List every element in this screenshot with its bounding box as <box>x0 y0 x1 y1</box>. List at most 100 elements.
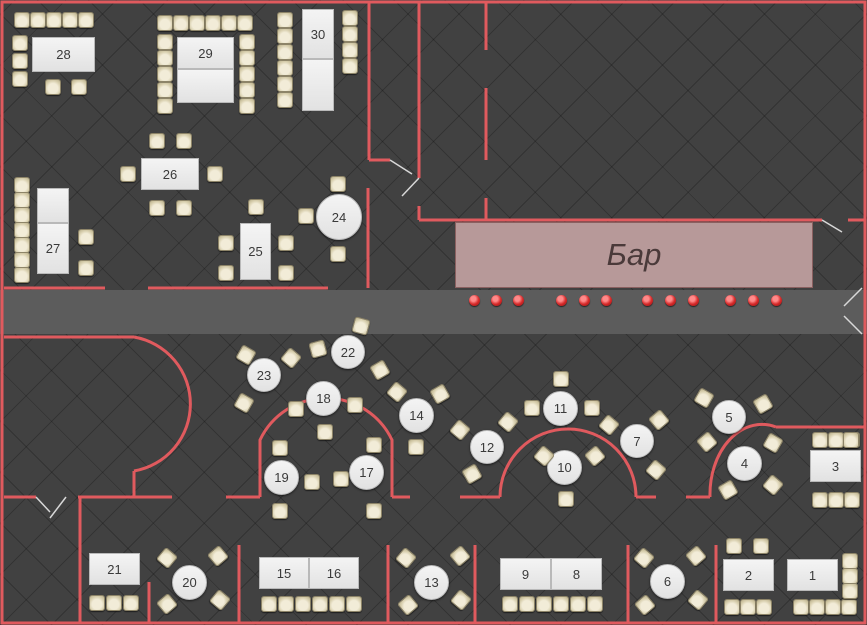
table-20[interactable]: 20 <box>172 565 207 600</box>
bar-stool[interactable] <box>579 295 590 306</box>
table-21[interactable]: 21 <box>89 553 140 585</box>
chair[interactable] <box>239 82 255 98</box>
chair[interactable] <box>62 12 78 28</box>
chair[interactable] <box>71 79 87 95</box>
bar-stool[interactable] <box>469 295 480 306</box>
chair[interactable] <box>740 599 756 615</box>
chair[interactable] <box>278 265 294 281</box>
table-3[interactable]: 3 <box>810 450 861 482</box>
chair[interactable] <box>342 58 358 74</box>
chair[interactable] <box>157 66 173 82</box>
chair[interactable] <box>45 79 61 95</box>
chair[interactable] <box>342 10 358 26</box>
chair[interactable] <box>239 50 255 66</box>
chair[interactable] <box>587 596 603 612</box>
chair[interactable] <box>239 98 255 114</box>
chair[interactable] <box>812 432 828 448</box>
chair[interactable] <box>347 397 363 413</box>
table-4[interactable]: 4 <box>727 446 762 481</box>
chair[interactable] <box>30 12 46 28</box>
chair[interactable] <box>842 583 858 599</box>
table-2[interactable]: 2 <box>723 559 774 591</box>
chair[interactable] <box>239 34 255 50</box>
chair[interactable] <box>106 595 122 611</box>
chair[interactable] <box>312 596 328 612</box>
chair[interactable] <box>825 599 841 615</box>
chair[interactable] <box>14 252 30 268</box>
chair[interactable] <box>724 599 740 615</box>
table-29[interactable]: 29 <box>177 37 234 69</box>
chair[interactable] <box>828 432 844 448</box>
chair[interactable] <box>342 42 358 58</box>
chair[interactable] <box>812 492 828 508</box>
chair[interactable] <box>809 599 825 615</box>
chair[interactable] <box>842 553 858 569</box>
chair[interactable] <box>149 200 165 216</box>
chair[interactable] <box>14 192 30 208</box>
chair[interactable] <box>277 44 293 60</box>
table-18[interactable]: 18 <box>306 381 341 416</box>
chair[interactable] <box>46 12 62 28</box>
chair[interactable] <box>14 267 30 283</box>
chair[interactable] <box>12 71 28 87</box>
table-14[interactable]: 14 <box>399 398 434 433</box>
chair[interactable] <box>330 176 346 192</box>
chair[interactable] <box>558 491 574 507</box>
chair[interactable] <box>205 15 221 31</box>
chair[interactable] <box>157 82 173 98</box>
chair[interactable] <box>14 222 30 238</box>
bar-stool[interactable] <box>725 295 736 306</box>
chair[interactable] <box>272 440 288 456</box>
chair[interactable] <box>524 400 540 416</box>
chair[interactable] <box>14 177 30 193</box>
chair[interactable] <box>189 15 205 31</box>
chair[interactable] <box>123 595 139 611</box>
bar-stool[interactable] <box>601 295 612 306</box>
chair[interactable] <box>176 200 192 216</box>
chair[interactable] <box>553 371 569 387</box>
chair[interactable] <box>366 437 382 453</box>
chair[interactable] <box>278 596 294 612</box>
chair[interactable] <box>304 474 320 490</box>
bar-stool[interactable] <box>642 295 653 306</box>
chair[interactable] <box>221 15 237 31</box>
chair[interactable] <box>295 596 311 612</box>
bar-stool[interactable] <box>771 295 782 306</box>
chair[interactable] <box>408 439 424 455</box>
table-25[interactable]: 25 <box>240 223 271 280</box>
bar-stool[interactable] <box>513 295 524 306</box>
chair[interactable] <box>570 596 586 612</box>
chair[interactable] <box>553 596 569 612</box>
chair[interactable] <box>584 400 600 416</box>
chair[interactable] <box>793 599 809 615</box>
chair[interactable] <box>218 265 234 281</box>
chair[interactable] <box>14 207 30 223</box>
table-7[interactable]: 7 <box>620 424 654 458</box>
table-27-extension[interactable] <box>37 188 69 223</box>
chair[interactable] <box>756 599 772 615</box>
chair[interactable] <box>277 76 293 92</box>
chair[interactable] <box>330 246 346 262</box>
chair[interactable] <box>841 599 857 615</box>
chair[interactable] <box>207 166 223 182</box>
table-28[interactable]: 28 <box>32 37 95 72</box>
bar-counter[interactable]: Бар <box>455 222 813 288</box>
table-15[interactable]: 15 <box>259 557 309 589</box>
chair[interactable] <box>329 596 345 612</box>
chair[interactable] <box>78 12 94 28</box>
chair[interactable] <box>14 12 30 28</box>
table-9[interactable]: 9 <box>500 558 551 590</box>
chair[interactable] <box>12 35 28 51</box>
table-12[interactable]: 12 <box>470 430 504 464</box>
table-30-extension[interactable] <box>302 59 334 111</box>
chair[interactable] <box>157 34 173 50</box>
chair[interactable] <box>298 208 314 224</box>
chair[interactable] <box>14 237 30 253</box>
table-6[interactable]: 6 <box>650 564 685 599</box>
chair[interactable] <box>173 15 189 31</box>
chair[interactable] <box>277 12 293 28</box>
table-22[interactable]: 22 <box>331 335 365 369</box>
bar-stool[interactable] <box>688 295 699 306</box>
table-8[interactable]: 8 <box>551 558 602 590</box>
chair[interactable] <box>239 66 255 82</box>
